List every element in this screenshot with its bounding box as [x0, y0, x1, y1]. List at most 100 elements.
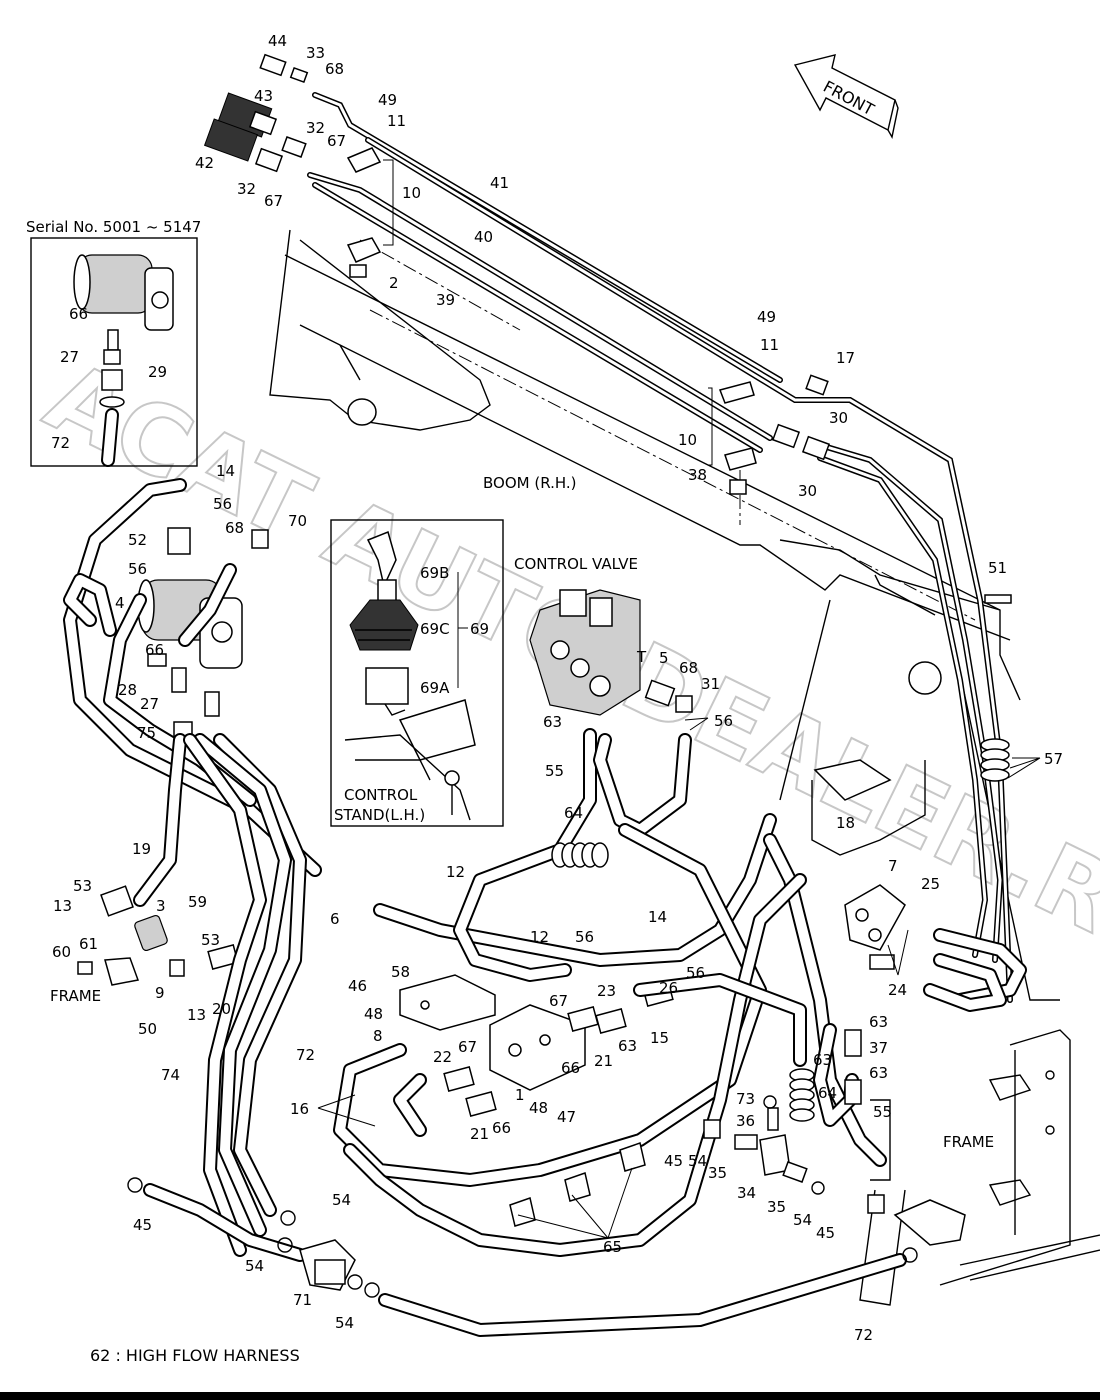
callout-49: 49 — [378, 91, 397, 109]
callout-24: 24 — [888, 981, 907, 999]
bottom-fittings — [127, 1029, 966, 1298]
callout-9: 9 — [155, 984, 165, 1002]
frame-label-right: FRAME — [943, 1133, 994, 1151]
front-arrow: FRONT — [793, 54, 899, 139]
callout-13b: 13 — [187, 1006, 206, 1024]
callout-52: 52 — [128, 531, 147, 549]
callout-73: 73 — [736, 1090, 755, 1108]
callout-69A: 69A — [420, 679, 450, 697]
callout-74: 74 — [161, 1066, 180, 1084]
callout-29: 29 — [148, 363, 167, 381]
callout-10: 10 — [402, 184, 421, 202]
callout-67c: 67 — [549, 992, 568, 1010]
callout-42: 42 — [195, 154, 214, 172]
callout-55: 55 — [545, 762, 564, 780]
callout-61: 61 — [79, 935, 98, 953]
callout-19: 19 — [132, 840, 151, 858]
serial-label: Serial No. 5001 ~ 5147 — [26, 218, 201, 236]
callout-43: 43 — [254, 87, 273, 105]
callout-12: 12 — [446, 863, 465, 881]
callout-56: 56 — [213, 495, 232, 513]
callout-69: 69 — [470, 620, 489, 638]
coil-64-lower — [789, 1068, 815, 1122]
callout-45b: 45 — [664, 1152, 683, 1170]
callout-39: 39 — [436, 291, 455, 309]
callout-27-inset: 27 — [60, 348, 79, 366]
callout-50: 50 — [138, 1020, 157, 1038]
callout-11b: 11 — [760, 336, 779, 354]
callout-68: 68 — [325, 60, 344, 78]
callout-58: 58 — [391, 963, 410, 981]
boom-label: BOOM (R.H.) — [483, 474, 577, 492]
bottom-bar — [0, 1392, 1100, 1400]
callout-12b: 12 — [530, 928, 549, 946]
callout-56e: 56 — [686, 964, 705, 982]
callout-53: 53 — [73, 877, 92, 895]
callout-63: 63 — [543, 713, 562, 731]
callout-34: 34 — [737, 1184, 756, 1202]
callout-18: 18 — [836, 814, 855, 832]
frame-right — [859, 1029, 1100, 1306]
top-fittings — [203, 53, 1012, 604]
callout-32: 32 — [306, 119, 325, 137]
callout-31: 31 — [701, 675, 720, 693]
callout-59: 59 — [188, 893, 207, 911]
callout-17: 17 — [836, 349, 855, 367]
callout-23: 23 — [597, 982, 616, 1000]
callout-54: 54 — [793, 1211, 812, 1229]
callout-36: 36 — [736, 1112, 755, 1130]
callout-66c: 66 — [492, 1119, 511, 1137]
callout-46: 46 — [348, 977, 367, 995]
callout-51: 51 — [988, 559, 1007, 577]
callout-28: 28 — [118, 681, 137, 699]
callout-33: 33 — [306, 44, 325, 62]
callout-66b: 66 — [561, 1059, 580, 1077]
callout-numbers: 44 33 68 43 49 11 32 67 42 32 67 10 41 4… — [51, 32, 1063, 1344]
gear-pump — [137, 527, 269, 753]
coil-64-upper — [551, 842, 609, 868]
callout-64b: 64 — [818, 1084, 837, 1102]
control-stand-inset — [330, 519, 504, 827]
callout-30b: 30 — [798, 482, 817, 500]
callout-37: 37 — [869, 1039, 888, 1057]
callout-2: 2 — [389, 274, 399, 292]
callout-35: 35 — [708, 1164, 727, 1182]
callout-49b: 49 — [757, 308, 776, 326]
callout-70: 70 — [288, 512, 307, 530]
callout-48: 48 — [364, 1005, 383, 1023]
callout-40: 40 — [474, 228, 493, 246]
callout-66: 66 — [145, 641, 164, 659]
callout-72: 72 — [296, 1046, 315, 1064]
callout-45c: 45 — [133, 1216, 152, 1234]
callout-10b: 10 — [678, 431, 697, 449]
callout-3: 3 — [156, 897, 166, 915]
callout-63d: 63 — [869, 1064, 888, 1082]
callout-45: 45 — [816, 1224, 835, 1242]
coil-57 — [980, 738, 1010, 782]
control-valve — [529, 589, 693, 716]
callout-56c: 56 — [714, 712, 733, 730]
callout-22: 22 — [433, 1048, 452, 1066]
callout-16: 16 — [290, 1100, 309, 1118]
callout-72-inset: 72 — [51, 434, 70, 452]
callout-4: 4 — [115, 594, 125, 612]
callout-30: 30 — [829, 409, 848, 427]
callout-68c: 68 — [679, 659, 698, 677]
callout-8: 8 — [373, 1027, 383, 1045]
footnote-high-flow-harness: 62 : HIGH FLOW HARNESS — [90, 1346, 300, 1365]
callout-48b: 48 — [529, 1099, 548, 1117]
callout-69B: 69B — [420, 564, 449, 582]
front-label: FRONT — [820, 77, 877, 120]
callout-65: 65 — [603, 1238, 622, 1256]
callout-64: 64 — [564, 804, 583, 822]
callout-72b: 72 — [854, 1326, 873, 1344]
callout-21b: 21 — [470, 1125, 489, 1143]
callout-69C: 69C — [420, 620, 450, 638]
callout-63c: 63 — [869, 1013, 888, 1031]
control-valve-label: CONTROL VALVE — [514, 555, 638, 573]
callout-14b: 14 — [648, 908, 667, 926]
coil-wraps — [551, 738, 1010, 1122]
callout-53b: 53 — [201, 931, 220, 949]
leader-lines — [317, 159, 1041, 1239]
callout-6: 6 — [330, 910, 340, 928]
